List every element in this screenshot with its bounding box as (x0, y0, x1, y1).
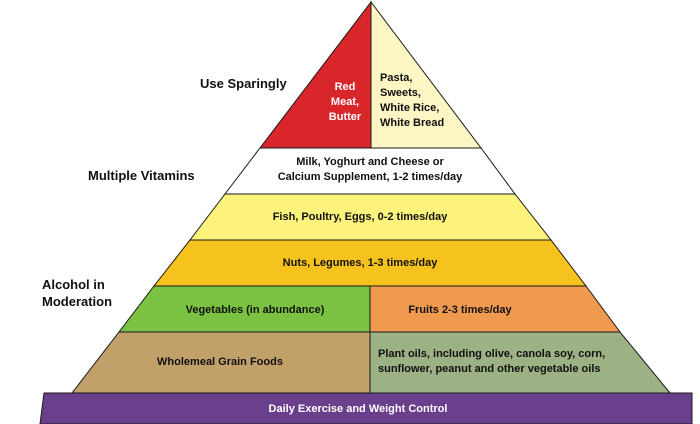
side-label-multiple-vitamins: Multiple Vitamins (88, 168, 195, 183)
tier-milk-shape (223, 147, 516, 195)
tier-fruits-shape (369, 285, 621, 333)
tier-exercise-shape (39, 392, 693, 424)
tier-nuts-shape (152, 239, 588, 287)
tier-vegetables-shape (117, 285, 371, 333)
side-label-alcohol: Alcohol in Moderation (42, 277, 113, 309)
tier-fish-shape (188, 193, 553, 241)
side-label-use-sparingly: Use Sparingly (200, 76, 287, 91)
tier-pasta-shape (370, 0, 483, 149)
tier-oils-shape (369, 331, 672, 394)
tier-wholemeal-shape (70, 331, 371, 394)
